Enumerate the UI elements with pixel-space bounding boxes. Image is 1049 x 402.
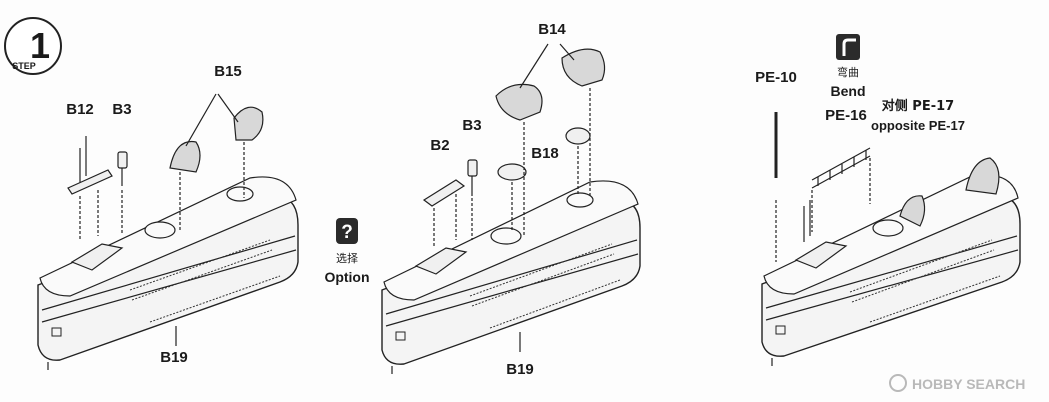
part-b3-left — [117, 151, 128, 234]
label-pe16: PE-16 — [825, 107, 867, 124]
bend-en: Bend — [831, 83, 866, 99]
option-cn: 选择 — [336, 251, 358, 265]
question-icon — [336, 218, 358, 244]
panel-3: 弯曲 Bend — [755, 34, 1021, 366]
bend-badge: 弯曲 Bend — [831, 34, 866, 99]
step-label: STEP — [12, 61, 36, 71]
part-b14 — [495, 43, 606, 236]
watermark-logo-icon — [889, 374, 907, 392]
label-b15: B15 — [214, 63, 242, 80]
part-b3-right — [467, 159, 478, 240]
label-b19-right: B19 — [506, 361, 534, 378]
label-b14: B14 — [538, 21, 566, 38]
step-badge: 1 STEP — [4, 17, 62, 75]
watermark-text: HOBBY SEARCH — [912, 376, 1025, 392]
option-en: Option — [324, 269, 369, 285]
label-b18: B18 — [531, 145, 559, 162]
part-pe16 — [803, 147, 871, 242]
hull-2 — [381, 180, 641, 374]
panel-2: B14 B3 B2 B18 B19 — [381, 21, 641, 378]
bend-cn: 弯曲 — [837, 65, 859, 79]
opposite-cn: 对侧 PE-17 — [882, 98, 954, 114]
question-mark: ? — [341, 222, 353, 243]
option-badge: ? 选择 Option — [324, 218, 370, 285]
step-number: 1 — [30, 25, 50, 66]
part-b18 — [497, 127, 591, 232]
hull-1 — [37, 176, 299, 370]
watermark: HOBBY SEARCH — [889, 374, 1025, 392]
label-b2: B2 — [430, 137, 449, 154]
part-b12 — [67, 136, 113, 240]
opposite-en: opposite PE-17 — [871, 118, 965, 133]
label-b3-left: B3 — [112, 101, 131, 118]
label-pe10: PE-10 — [755, 69, 797, 86]
label-b12: B12 — [66, 101, 94, 118]
label-b19-left: B19 — [160, 349, 188, 366]
label-b3-right: B3 — [462, 117, 481, 134]
bend-icon — [836, 34, 860, 60]
hull-3 — [761, 157, 1021, 366]
part-b2 — [422, 179, 466, 248]
part-b15 — [169, 93, 264, 232]
panel-1: B12 B3 B15 B19 — [37, 63, 299, 370]
